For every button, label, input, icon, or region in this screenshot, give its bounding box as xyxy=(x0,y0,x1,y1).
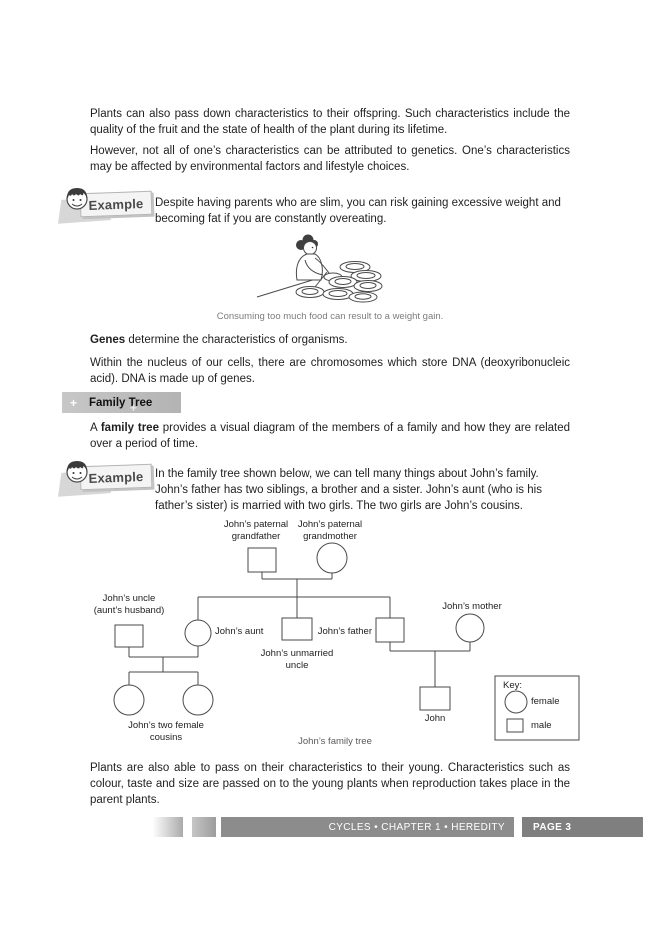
cousin-1-node xyxy=(113,684,145,716)
example-2-text: In the family tree shown below, we can t… xyxy=(155,468,542,512)
paragraph-intro-1: Plants can also pass down characteristic… xyxy=(90,108,570,136)
key-female-icon xyxy=(504,690,528,714)
genes-bold: Genes xyxy=(90,334,126,346)
john-node xyxy=(419,686,451,711)
label-uncle: John’s uncle (aunt’s husband) xyxy=(93,593,165,616)
footer-gradient-square-2 xyxy=(192,817,216,837)
father-node xyxy=(375,617,405,643)
grandmother-node xyxy=(316,542,348,574)
unmarried-uncle-node xyxy=(281,617,313,641)
section-heading-family-tree: + Family Tree + xyxy=(62,392,181,415)
example-mascot-icon xyxy=(66,188,88,210)
section-title: Family Tree xyxy=(89,396,153,409)
example-badge: Example xyxy=(57,186,154,224)
plus-faint-icon: + xyxy=(130,401,138,415)
paragraph-intro-2: However, not all of one’s characteristic… xyxy=(90,145,570,173)
footer-breadcrumb-bar: CYCLES • CHAPTER 1 • HEREDITY xyxy=(221,817,514,837)
uncle-node xyxy=(114,624,144,648)
family-tree-diagram: John’s paternal grandfather John’s pater… xyxy=(60,515,605,760)
label-mother: John’s mother xyxy=(442,601,502,612)
label-john: John xyxy=(424,713,446,724)
connector-lines xyxy=(128,572,471,687)
paragraph-family-tree-intro: A family tree provides a visual diagram … xyxy=(90,420,570,452)
footer-page-number: PAGE 3 xyxy=(533,821,572,833)
key-title: Key: xyxy=(503,680,523,691)
key-female-label: female xyxy=(531,696,560,707)
paragraph-genes: Genes determine the characteristics of o… xyxy=(90,332,570,348)
example-mascot-icon xyxy=(66,461,88,483)
key-male-icon xyxy=(506,718,524,733)
label-cousins: John’s two female cousins xyxy=(128,720,204,743)
label-grandfather: John’s paternal grandfather xyxy=(223,519,289,542)
paragraph-dna: Within the nucleus of our cells, there a… xyxy=(90,357,570,385)
ft-intro-bold: family tree xyxy=(100,422,159,434)
grandfather-node xyxy=(247,547,277,573)
label-aunt: John’s aunt xyxy=(215,626,264,637)
overeating-illustration xyxy=(256,234,383,303)
cousin-2-node xyxy=(182,684,214,716)
aunt-node xyxy=(184,619,212,647)
family-tree-graphic xyxy=(113,542,580,741)
illustration-caption: Consuming too much food can result to a … xyxy=(216,311,444,322)
example-badge: Example xyxy=(57,459,154,497)
ft-intro-post: provides a visual diagram of the members… xyxy=(90,422,571,450)
genes-rest: determine the characteristics of organis… xyxy=(125,334,348,346)
tree-caption: John’s family tree xyxy=(298,736,372,747)
label-unmarried-uncle: John’s unmarried uncle xyxy=(260,648,334,671)
footer-gradient-square-1 xyxy=(153,817,183,837)
ft-intro-pre: A xyxy=(90,422,101,434)
plus-icon: + xyxy=(70,395,78,410)
paragraph-closing: Plants are also able to pass on their ch… xyxy=(90,762,570,806)
mother-node xyxy=(455,613,485,643)
label-father: John’s father xyxy=(317,626,372,637)
example-badge-label: Example xyxy=(88,468,144,486)
footer-breadcrumb: CYCLES • CHAPTER 1 • HEREDITY xyxy=(328,821,505,833)
label-grandmother: John’s paternal grandmother xyxy=(297,519,363,542)
example-badge-label: Example xyxy=(88,195,144,213)
footer-page-bar: PAGE 3 xyxy=(522,817,643,837)
example-1-text: Despite having parents who are slim, you… xyxy=(155,197,561,225)
key-male-label: male xyxy=(531,720,552,731)
